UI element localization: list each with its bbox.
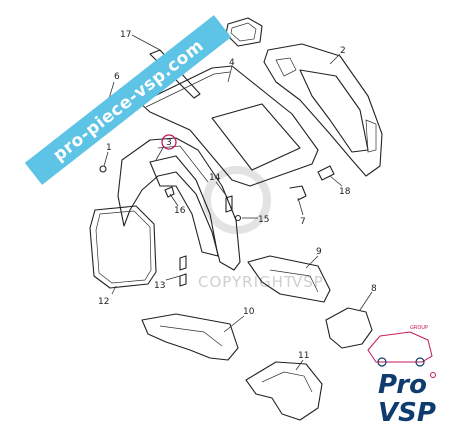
- part-roof-panel: [139, 65, 319, 187]
- logo-group-text: GROUP: [410, 325, 428, 331]
- part-hook: [289, 185, 307, 201]
- callout-4: 4: [229, 58, 235, 68]
- callout-11: 11: [298, 351, 309, 361]
- logo-wheel-rear: [415, 357, 425, 367]
- provsp-logo: GROUP Pro VSP: [367, 325, 436, 428]
- callout-3-highlight-circle: [161, 134, 177, 150]
- callout-9: 9: [316, 247, 322, 257]
- logo-dot: [430, 372, 436, 378]
- callout-7: 7: [300, 217, 306, 227]
- part-quarter-window: [225, 17, 263, 47]
- callout-3: 3: [166, 138, 172, 148]
- watermark-copyright: COPYRIGHT VSP: [198, 166, 323, 291]
- callout-16: 16: [174, 206, 186, 216]
- logo-wheel-front: [377, 357, 387, 367]
- website-banner-background: [24, 15, 232, 185]
- logo-line2: VSP: [378, 398, 436, 428]
- part-underbody: [141, 313, 239, 361]
- callout-12: 12: [98, 297, 109, 307]
- callout-10: 10: [243, 307, 255, 317]
- part-wheel-arch-8: [325, 307, 373, 349]
- part-floor-panel: [247, 255, 331, 303]
- part-bracket-18: [317, 165, 335, 181]
- part-door-seal: [89, 205, 157, 289]
- part-wheel-arch-11: [245, 361, 323, 421]
- callout-18: 18: [339, 187, 351, 197]
- callout-6: 6: [114, 72, 120, 82]
- callout-13: 13: [154, 281, 165, 291]
- callout-14: 14: [209, 173, 221, 183]
- leader-lines: [103, 33, 373, 371]
- logo-car-outline: [367, 331, 433, 363]
- part-fasteners: [164, 186, 242, 222]
- callout-1: 1: [106, 143, 112, 153]
- part-clip: [99, 165, 107, 173]
- website-banner: pro-piece-vsp.com: [24, 15, 232, 185]
- part-rear-body-side: [263, 43, 383, 177]
- callout-2: 2: [340, 46, 346, 56]
- callout-15: 15: [258, 215, 269, 225]
- website-banner-text: pro-piece-vsp.com: [49, 36, 207, 166]
- callout-8: 8: [371, 284, 377, 294]
- part-roof-strip: [149, 49, 201, 99]
- watermark-copyright-text: COPYRIGHT: [198, 273, 294, 291]
- part-brackets: [179, 255, 187, 287]
- logo-line1: Pro: [378, 370, 427, 400]
- callout-17: 17: [120, 30, 131, 40]
- part-front-body-side: [117, 137, 241, 271]
